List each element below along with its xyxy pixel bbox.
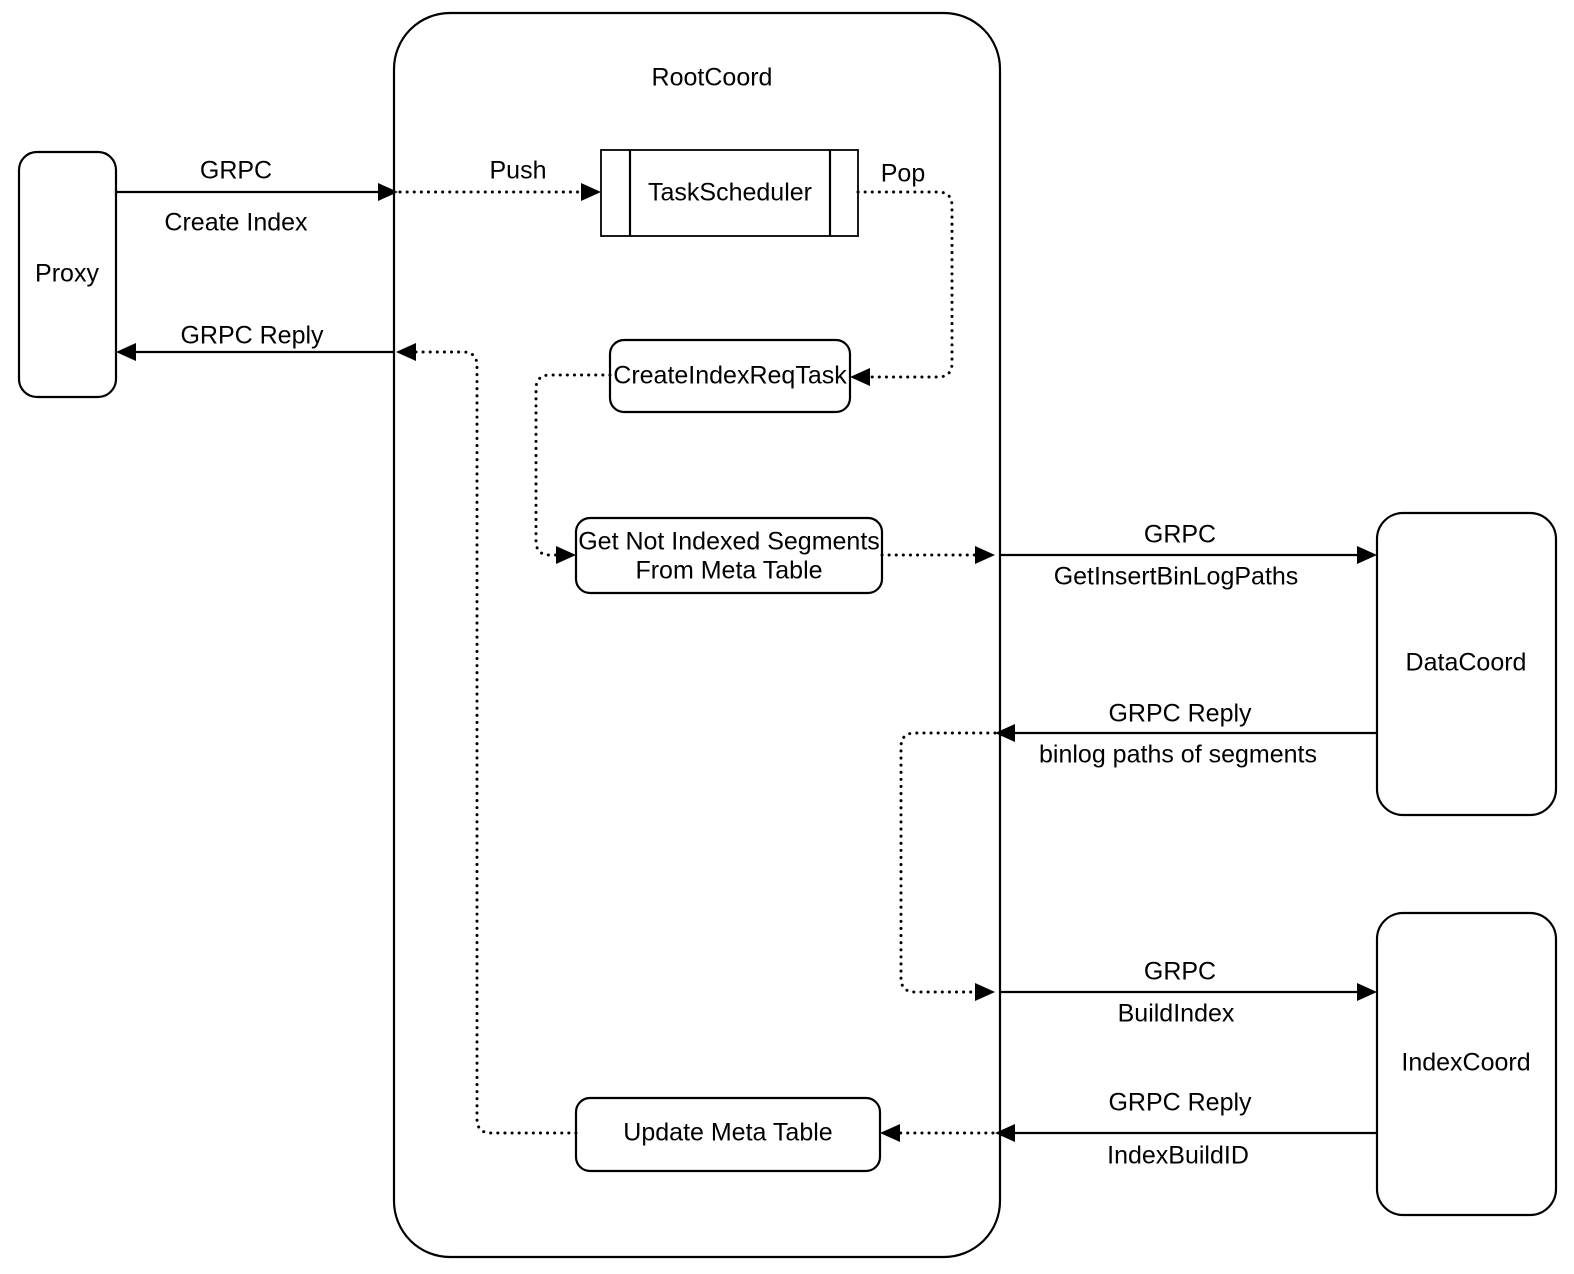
edge-to-indexcoord-arrowhead [1357,983,1377,1001]
node-indexcoord[interactable]: IndexCoord [1375,911,1558,1217]
edge-proxy-to-rootcoord-label-line1: GRPC [200,157,272,185]
edge-rootcoord-to-proxy-arrowhead [116,343,136,361]
edge-from-datacoord-arrowhead [995,724,1015,742]
edge-to-datacoord: GRPC GetInsertBinLogPaths [1000,521,1377,591]
edge-to-indexcoord: GRPC BuildIndex [1000,958,1377,1028]
edge-from-indexcoord-label-line1: GRPC Reply [1108,1089,1252,1117]
edge-binlog-to-buildindex [899,731,997,1001]
edge-push: Push [398,157,601,201]
group-rootcoord: RootCoord [392,11,1002,1259]
edge-from-indexcoord: GRPC Reply IndexBuildID [995,1089,1377,1170]
indexcoord-label: IndexCoord [1401,1049,1530,1077]
taskscheduler-label: TaskScheduler [648,179,812,207]
get-not-indexed-segments-label-line1: Get Not Indexed Segments [578,528,880,556]
datacoord-label: DataCoord [1406,649,1527,677]
edge-update-meta-table-to-reply [396,343,578,1135]
edge-getsegments-to-boundary-arrowhead [975,546,995,564]
edge-proxy-to-rootcoord-label-line2: Create Index [164,209,308,237]
update-meta-table-label: Update Meta Table [623,1119,832,1147]
edge-getsegments-to-boundary [880,546,995,564]
edge-pop-label: Pop [881,160,925,188]
edge-rootcoord-to-proxy-label-line1: GRPC Reply [180,322,324,350]
edge-pop-line [856,190,954,379]
edge-push-label: Push [490,157,547,185]
node-datacoord[interactable]: DataCoord [1375,511,1558,817]
edge-to-datacoord-label-line2: GetInsertBinLogPaths [1054,563,1299,591]
edge-binlog-to-buildindex-line [899,731,997,994]
edge-pop-arrowhead [850,368,870,386]
edge-to-indexcoord-label-line1: GRPC [1144,958,1216,986]
createindexreqtask-label: CreateIndexReqTask [613,362,847,390]
get-not-indexed-segments-label-line2: From Meta Table [635,557,822,585]
rootcoord-container [392,11,1002,1259]
edge-to-indexcoord-label-line2: BuildIndex [1118,1000,1235,1028]
node-taskscheduler[interactable]: TaskScheduler [600,149,859,237]
edge-pop: Pop [850,160,954,386]
datacoord-box[interactable] [1375,511,1558,817]
node-update-meta-table[interactable]: Update Meta Table [574,1096,882,1173]
edge-binlog-to-buildindex-arrowhead [975,983,995,1001]
edge-from-datacoord-label-line2: binlog paths of segments [1039,741,1317,769]
edge-proxy-to-rootcoord-arrowhead [378,183,398,201]
edge-to-datacoord-arrowhead [1357,546,1377,564]
edge-push-arrowhead [581,183,601,201]
edge-update-meta-table-to-reply-arrowhead [396,343,416,361]
edge-from-datacoord-label-line1: GRPC Reply [1108,700,1252,728]
indexcoord-box[interactable] [1375,911,1558,1217]
edge-from-indexcoord-label-line2: IndexBuildID [1107,1142,1249,1170]
edge-createindexreqtask-to-getsegments [534,373,612,564]
rootcoord-label: RootCoord [652,64,773,92]
node-createindexreqtask[interactable]: CreateIndexReqTask [608,338,852,414]
edge-boundary-to-update-meta-table-arrowhead [880,1124,900,1142]
edge-update-meta-table-to-reply-line [408,350,578,1135]
node-proxy[interactable]: Proxy [17,150,118,399]
node-get-not-indexed-segments[interactable]: Get Not Indexed Segments From Meta Table [574,516,884,595]
edge-createindexreqtask-to-getsegments-arrowhead [556,546,576,564]
edge-proxy-to-rootcoord: GRPC Create Index [116,157,398,237]
edge-boundary-to-update-meta-table [880,1124,995,1142]
edge-from-indexcoord-arrowhead [995,1124,1015,1142]
edge-from-datacoord: GRPC Reply binlog paths of segments [995,700,1377,769]
proxy-box[interactable] [17,150,118,399]
edge-to-datacoord-label-line1: GRPC [1144,521,1216,549]
proxy-label: Proxy [35,260,99,288]
edge-rootcoord-to-proxy: GRPC Reply [116,322,394,361]
